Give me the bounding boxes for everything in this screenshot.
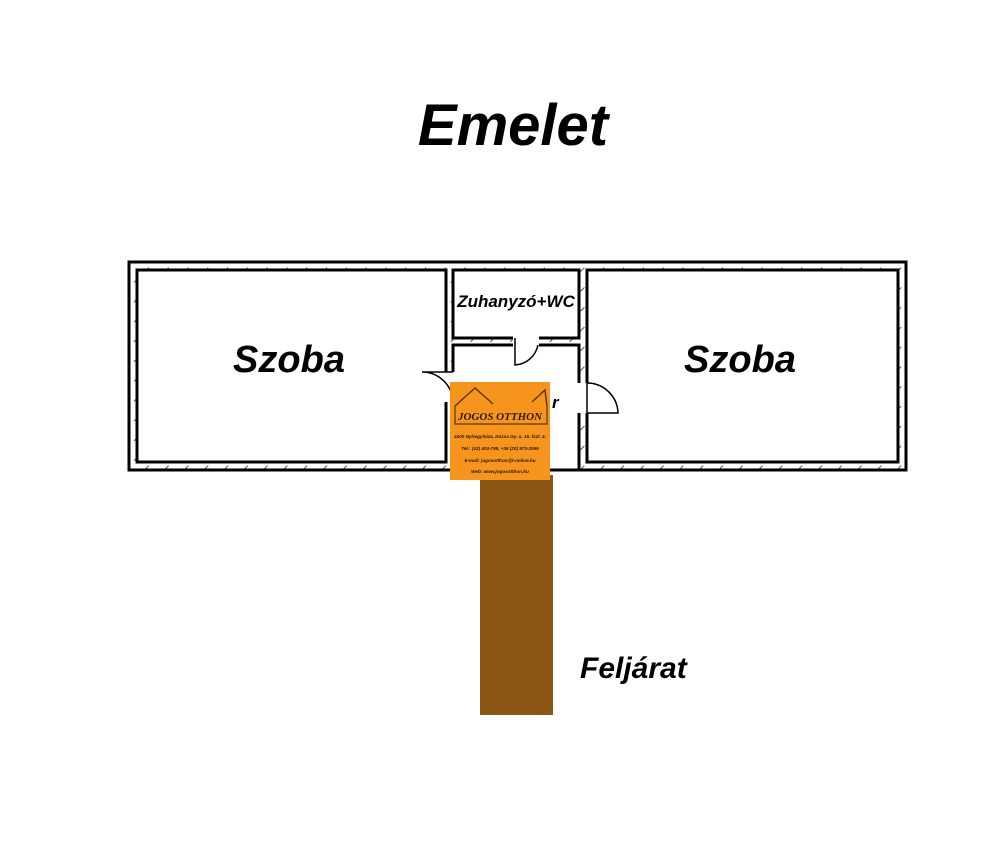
logo-email: E-mail: jogosotthon@t-online.hu [464,458,535,463]
logo-name: JOGOS OTTHON [457,411,543,423]
room-right [585,268,900,464]
door-right-icon [586,382,619,414]
stairs-label: Feljárat [580,652,689,685]
room-label-bathroom: Zuhanyzó+WC [456,292,575,311]
logo: JOGOS OTTHON 4400 Nyíregyháza, Dózsa Gy.… [450,382,550,480]
house-roof-icon [454,386,548,407]
logo-web: Web: www.jogosotthon.hu [471,469,529,474]
room-left [135,268,448,464]
door-bathroom-icon [514,338,539,366]
stairs [480,475,553,715]
logo-address: 4400 Nyíregyháza, Dózsa Gy. u. 15. fszt.… [453,434,546,439]
logo-phone: Tel.: (42) 403-799, +36 (20) 973-2069 [461,446,539,451]
room-label-right: Szoba [684,339,796,381]
room-label-hall: r [552,393,560,412]
page-title: Emelet [418,93,611,158]
room-label-left: Szoba [233,339,345,381]
